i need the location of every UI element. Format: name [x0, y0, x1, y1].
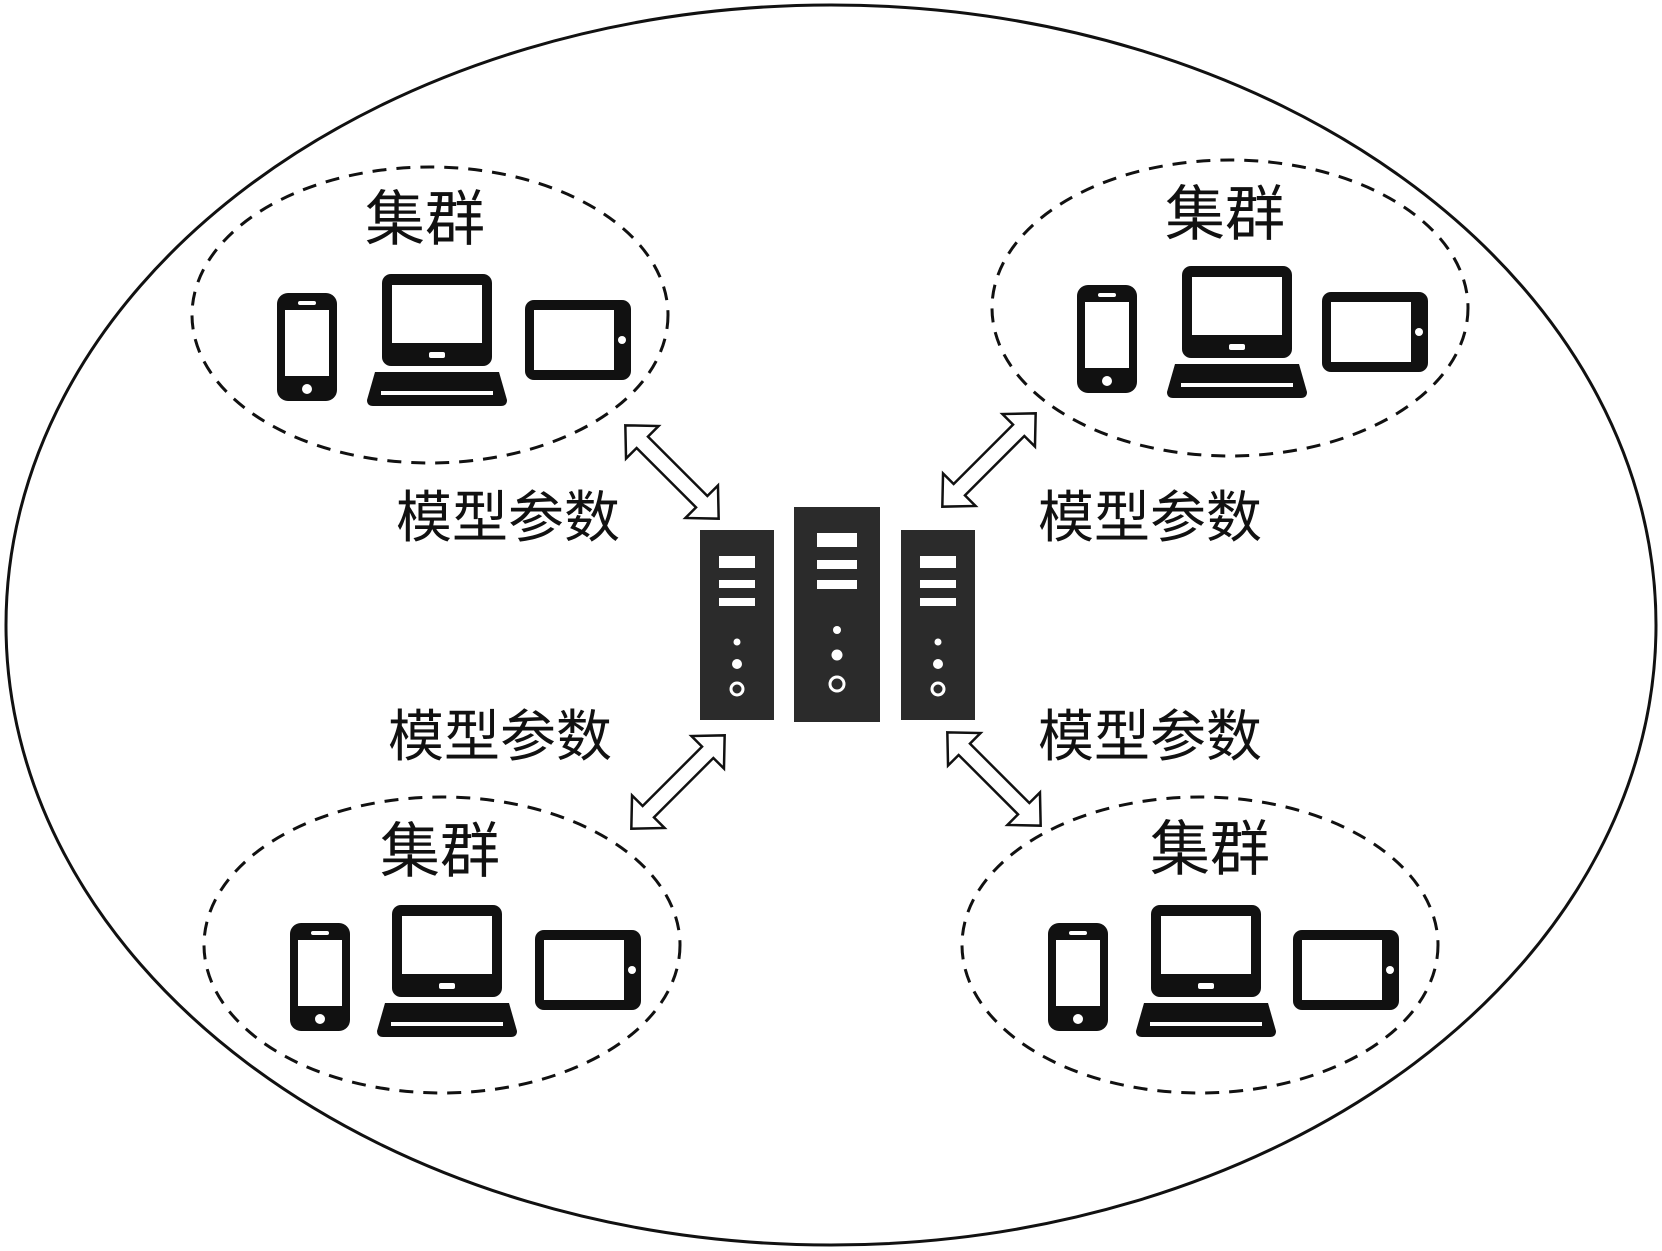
cluster-title: 集群 [1150, 815, 1270, 885]
phone-icon [290, 923, 350, 1031]
laptop-icon [367, 274, 507, 406]
cluster-boundary [990, 158, 1470, 458]
cluster-boundary [960, 795, 1440, 1095]
cluster-boundary [190, 165, 670, 465]
bidirectional-arrow-icon [924, 395, 1054, 525]
cluster-title: 集群 [365, 185, 485, 255]
server-rack-icon [700, 507, 975, 722]
model-parameters-label: 模型参数 [388, 705, 612, 770]
phone-icon [1048, 923, 1108, 1031]
tablet-icon [1293, 930, 1399, 1010]
tablet-icon [1322, 292, 1428, 372]
cluster-bottom-left: 集群 [202, 795, 682, 1095]
bidirectional-arrow-icon [607, 407, 737, 537]
tablet-icon [525, 300, 631, 380]
server-tower [700, 530, 774, 720]
cluster-boundary [202, 795, 682, 1095]
laptop-icon [377, 905, 517, 1037]
cluster-top-right: 集群 [990, 158, 1470, 458]
model-parameters-label: 模型参数 [396, 486, 620, 551]
outer-boundary [4, 3, 1658, 1247]
cluster-title: 集群 [380, 817, 500, 887]
phone-icon [1077, 285, 1137, 393]
bidirectional-arrow-icon [613, 717, 743, 847]
server-tower [901, 530, 975, 720]
cluster-bottom-right: 集群 [960, 795, 1440, 1095]
laptop-icon [1167, 266, 1307, 398]
cluster-top-left: 集群 [190, 165, 670, 465]
cluster-title: 集群 [1165, 180, 1285, 250]
server-tower [794, 507, 880, 722]
model-parameters-label: 模型参数 [1038, 486, 1262, 551]
phone-icon [277, 293, 337, 401]
tablet-icon [535, 930, 641, 1010]
model-parameters-label: 模型参数 [1038, 705, 1262, 770]
laptop-icon [1136, 905, 1276, 1037]
